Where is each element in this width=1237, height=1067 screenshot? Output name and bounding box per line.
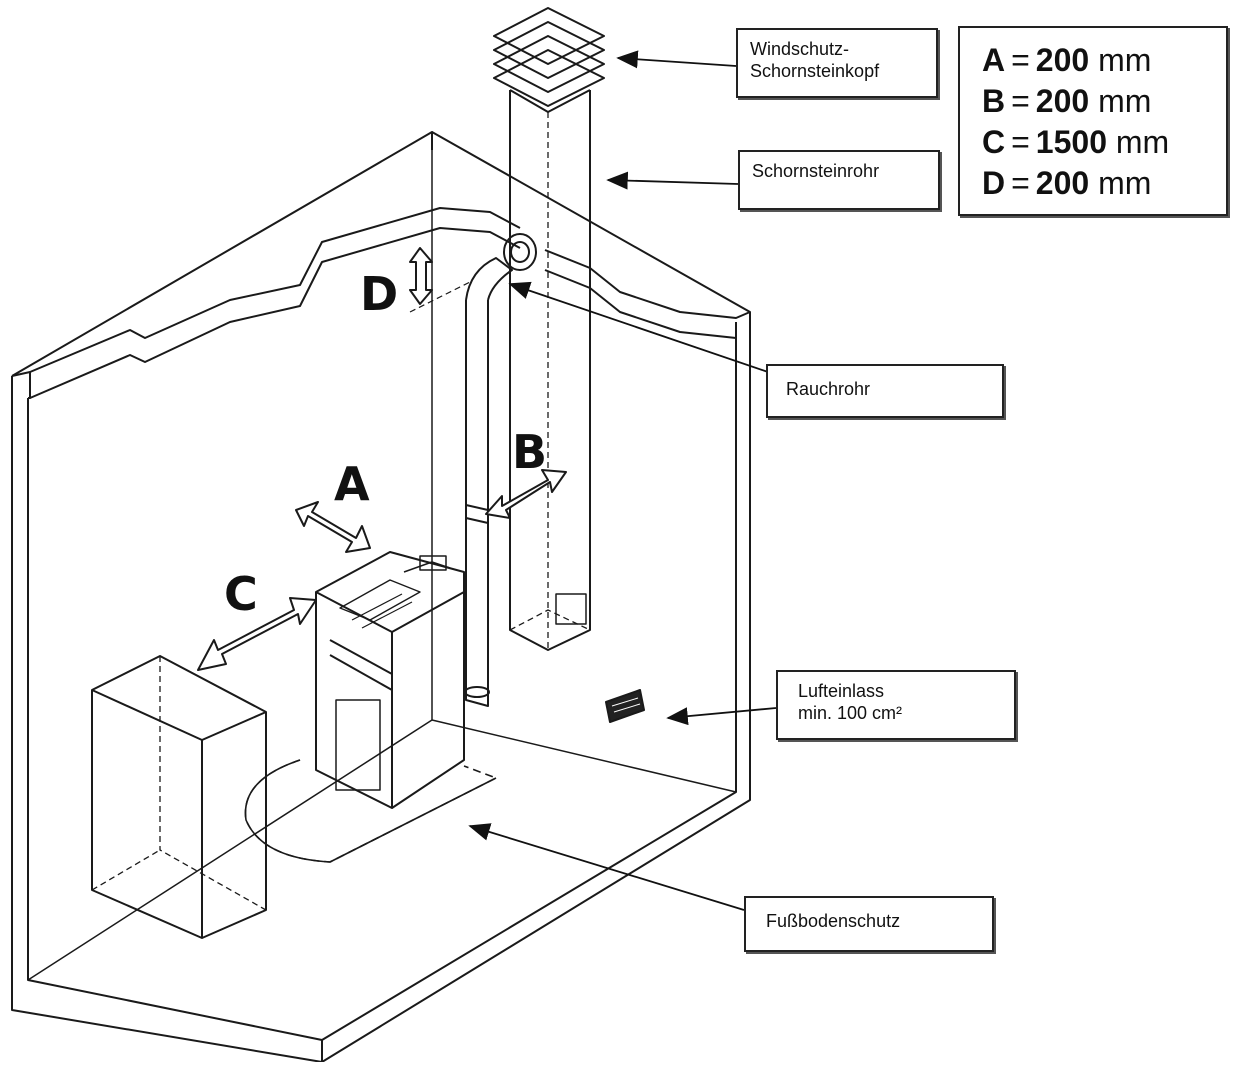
pointer-lufteinlass: [666, 707, 777, 726]
clearance-arrows: [197, 247, 567, 671]
legend-key: D: [982, 165, 1006, 201]
pointer-windschutz: [616, 50, 737, 69]
legend-key: C: [982, 124, 1006, 160]
legend-row-c: C=1500 mm: [982, 122, 1226, 163]
legend-key: B: [982, 83, 1006, 119]
callout-fussbodenschutz-label: Fußbodenschutz: [766, 911, 901, 931]
legend-key: A: [982, 42, 1006, 78]
legend-unit: mm: [1098, 42, 1152, 78]
callout-lufteinlass-line2: min. 100 cm²: [798, 703, 903, 723]
dimension-letter-b: B: [512, 425, 547, 479]
callout-lufteinlass-line1: Lufteinlass: [798, 681, 885, 701]
arrow-c: [197, 597, 317, 671]
legend-value: 1500: [1035, 124, 1107, 160]
callout-windschutz-line1: Windschutz-: [750, 39, 850, 59]
dimension-letter-a: A: [334, 457, 370, 511]
dimension-letter-c: C: [224, 567, 258, 621]
callout-windschutz: Windschutz- Schornsteinkopf: [736, 28, 938, 98]
pointer-arrows: [468, 50, 777, 911]
legend-unit: mm: [1115, 124, 1170, 160]
legend-unit: mm: [1098, 165, 1152, 201]
legend-row-b: B=200 mm: [982, 81, 1226, 122]
callout-schornsteinrohr-label: Schornsteinrohr: [752, 161, 880, 181]
callout-lufteinlass: Lufteinlass min. 100 cm²: [776, 670, 1016, 740]
legend-eq: =: [1011, 165, 1030, 201]
legend-eq: =: [1011, 42, 1030, 78]
callout-fussbodenschutz: Fußbodenschutz: [744, 896, 994, 952]
furniture-cabinet: [91, 655, 267, 939]
pointer-rauchrohr: [508, 281, 769, 373]
arrow-a: [295, 501, 371, 553]
legend-value: 200: [1035, 165, 1090, 201]
legend-value: 200: [1035, 42, 1090, 78]
legend-row-d: D=200 mm: [982, 163, 1226, 204]
callout-windschutz-line2: Schornsteinkopf: [750, 61, 880, 81]
legend-value: 200: [1035, 83, 1090, 119]
arrow-d: [409, 247, 433, 305]
callout-rauchrohr-label: Rauchrohr: [786, 379, 871, 399]
pellet-stove: [315, 551, 465, 809]
callout-rauchrohr: Rauchrohr: [766, 364, 1004, 418]
arrow-b: [485, 469, 567, 519]
legend-row-a: A=200 mm: [982, 40, 1226, 81]
dimension-letter-d: D: [360, 267, 398, 321]
legend-eq: =: [1011, 124, 1030, 160]
legend-eq: =: [1011, 83, 1030, 119]
callout-schornsteinrohr: Schornsteinrohr: [738, 150, 940, 210]
floor-protector: [244, 759, 497, 863]
legend-unit: mm: [1098, 83, 1152, 119]
dimension-legend: A=200 mm B=200 mm C=1500 mm D=200 mm: [958, 26, 1228, 216]
chimney-stack: [493, 7, 605, 651]
pointer-schornsteinrohr: [606, 171, 739, 190]
pointer-fussbodenschutz: [468, 823, 745, 911]
air-inlet-vent: [605, 689, 645, 723]
